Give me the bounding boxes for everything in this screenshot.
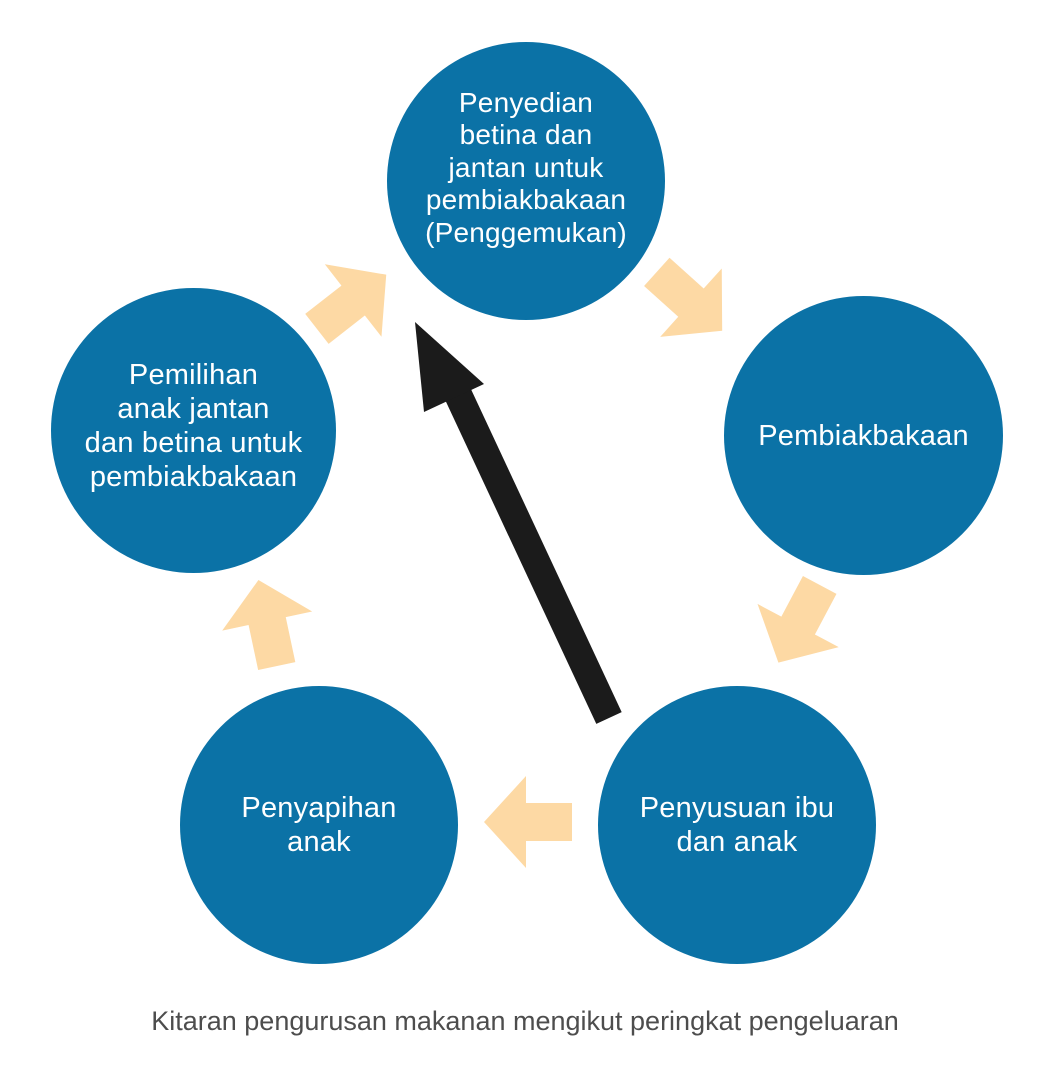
node-pemilihan: Pemilihan anak jantan dan betina untuk p… bbox=[51, 288, 336, 573]
main-return-arrow bbox=[415, 322, 622, 724]
figure-caption: Kitaran pengurusan makanan mengikut peri… bbox=[151, 1006, 899, 1036]
cycle-diagram: Penyedian betina dan jantan untuk pembia… bbox=[51, 42, 1003, 964]
node-label: Penyapihan anak bbox=[241, 792, 397, 858]
node-penyapihan: Penyapihan anak bbox=[180, 686, 458, 964]
node-label: Pembiakbakaan bbox=[758, 419, 969, 452]
node-label: Penyedian betina dan jantan untuk pembia… bbox=[425, 86, 627, 248]
node-penyusuan: Penyusuan ibu dan anak bbox=[598, 686, 876, 964]
node-penyedian: Penyedian betina dan jantan untuk pembia… bbox=[387, 42, 665, 320]
node-label: Penyusuan ibu dan anak bbox=[639, 792, 835, 858]
node-pembiakbakaan: Pembiakbakaan bbox=[724, 296, 1003, 575]
arrow-node4-to-node5 bbox=[213, 570, 322, 676]
arrow-node2-to-node3 bbox=[737, 563, 861, 685]
arrows-layer bbox=[213, 237, 861, 868]
node-label: Pemilihan anak jantan dan betina untuk p… bbox=[84, 358, 303, 493]
arrow-node1-to-node2 bbox=[626, 237, 753, 365]
arrow-node3-to-node4 bbox=[484, 776, 572, 868]
